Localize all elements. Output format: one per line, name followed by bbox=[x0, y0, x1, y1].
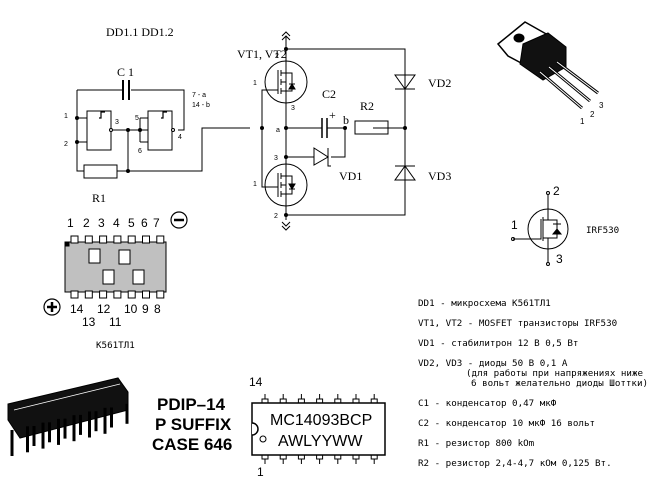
legend-line: VT1, VT2 - MOSFET транзисторы IRF530 bbox=[418, 318, 617, 329]
chip-pin bbox=[297, 394, 305, 403]
component-legend: DD1 - микросхема К561ТЛ1 VT1, VT2 - MOSF… bbox=[418, 298, 648, 469]
pin-label: 1 bbox=[64, 113, 68, 120]
c2-plus: + bbox=[329, 108, 336, 122]
oscillator-circuit bbox=[75, 80, 250, 179]
legend-line: C2 - конденсатор 10 мкФ 16 вольт bbox=[418, 418, 595, 429]
legend-line: C1 - конденсатор 0,47 мкФ bbox=[418, 398, 557, 409]
package-line3: CASE 646 bbox=[152, 435, 232, 454]
chip-pin bbox=[316, 455, 324, 464]
legend-line: VD1 - стабилитрон 12 В 0,5 Вт bbox=[418, 338, 578, 349]
chip-marking-2: AWLYYWW bbox=[278, 433, 363, 450]
minus-icon bbox=[170, 211, 188, 229]
chip-pin bbox=[352, 455, 360, 464]
chip-pin bbox=[334, 394, 342, 403]
chip-pin bbox=[99, 235, 108, 244]
pin-14-label: 14 bbox=[249, 375, 263, 389]
pin-label: 1 bbox=[253, 80, 257, 87]
chip-marking-1: MC14093BCP bbox=[270, 412, 372, 429]
k561-bottom-pin-labels: 14 12 10 9 8 13 11 bbox=[70, 302, 164, 329]
r2-label: R2 bbox=[360, 99, 374, 113]
pin-label: 1 bbox=[253, 181, 257, 188]
chip-pin bbox=[156, 290, 165, 299]
pin-label: 3 bbox=[274, 155, 278, 162]
pin-label: 5 bbox=[135, 115, 139, 122]
chip-pin bbox=[279, 394, 287, 403]
chip-pin bbox=[127, 235, 136, 244]
package-line1: PDIP–14 bbox=[157, 395, 226, 414]
legend-line: VD2, VD3 - диоды 50 В 0,1 А bbox=[418, 358, 568, 369]
vt1-transistor bbox=[264, 60, 308, 104]
mosfet-bridge: VT1, VT2 bbox=[237, 31, 416, 231]
chip-pin bbox=[113, 235, 122, 244]
chip-pin bbox=[99, 290, 108, 299]
vd1-label: VD1 bbox=[339, 169, 362, 183]
chip-pin bbox=[261, 455, 269, 464]
to220-pin-labels: 1 2 3 bbox=[580, 101, 604, 126]
pdip14-package-icon bbox=[7, 377, 129, 456]
vd3-diode bbox=[394, 165, 416, 181]
legend-line: R1 - резистор 800 kOm bbox=[418, 438, 535, 449]
chip-pin bbox=[156, 235, 165, 244]
chip-pin bbox=[70, 290, 79, 299]
vd2-label: VD2 bbox=[428, 76, 451, 90]
vd1-zener bbox=[286, 147, 331, 167]
c2-label: C2 bbox=[322, 87, 336, 101]
pin-1-label: 1 bbox=[257, 465, 264, 479]
node-a: a bbox=[276, 127, 280, 134]
legend-line: 6 вольт желательно диоды Шоттки) bbox=[471, 378, 648, 389]
chip-pin bbox=[352, 394, 360, 403]
node-b: b bbox=[343, 113, 349, 127]
r1-resistor bbox=[83, 164, 118, 179]
mc14093-chip bbox=[251, 394, 386, 464]
pin-label: 1 bbox=[511, 218, 518, 232]
title: DD1.1 DD1.2 bbox=[106, 25, 174, 39]
pin-label: 6 bbox=[138, 148, 142, 155]
gate-dd1-2 bbox=[147, 110, 173, 151]
legend-line: (для работы при напряжениях ниже bbox=[466, 368, 643, 379]
pin-label: 2 bbox=[553, 184, 560, 198]
r2-resistor bbox=[354, 120, 389, 135]
r1-label: R1 bbox=[92, 191, 106, 205]
to220-package-icon bbox=[496, 21, 599, 110]
chip-pin bbox=[370, 394, 378, 403]
chip-pin bbox=[279, 455, 287, 464]
chip-pin bbox=[113, 290, 122, 299]
chip-pin bbox=[297, 455, 305, 464]
power-note-1: 7 - a bbox=[192, 92, 206, 99]
chip-pin bbox=[70, 235, 79, 244]
k561-top-pin-labels: 1 2 3 4 5 6 7 bbox=[67, 216, 160, 230]
c1-label: C 1 bbox=[117, 65, 134, 79]
pin-label: 2 bbox=[274, 213, 278, 220]
power-note-2: 14 - b bbox=[192, 102, 210, 109]
vt-label: VT1, VT2 bbox=[237, 47, 287, 61]
gate-dd1-1 bbox=[86, 110, 112, 151]
vt2-transistor bbox=[264, 163, 308, 207]
chip-pin bbox=[84, 290, 93, 299]
chip-pin bbox=[142, 290, 150, 299]
chip-pin bbox=[334, 455, 342, 464]
chip-pin bbox=[142, 235, 150, 244]
chip-pin bbox=[370, 455, 378, 464]
legend-line: R2 - резистор 2,4-4,7 кОм 0,125 Вт. bbox=[418, 458, 612, 469]
pin-label: 2 bbox=[275, 53, 279, 60]
k561-name: K561TЛ1 bbox=[96, 340, 135, 351]
pin-label: 3 bbox=[291, 105, 295, 112]
pin-label: 3 bbox=[556, 252, 563, 266]
vd2-diode bbox=[394, 74, 416, 90]
pin-label: 2 bbox=[64, 141, 68, 148]
legend-line: DD1 - микросхема К561ТЛ1 bbox=[418, 298, 551, 309]
irf530-symbol bbox=[511, 191, 569, 266]
chip-pin bbox=[84, 235, 93, 244]
vd3-label: VD3 bbox=[428, 169, 451, 183]
plus-icon bbox=[43, 298, 61, 316]
pin-label: 3 bbox=[115, 119, 119, 126]
chip-pin bbox=[127, 290, 136, 299]
irf530-label: IRF530 bbox=[586, 225, 619, 236]
chip-pin bbox=[261, 394, 269, 403]
pin-label: 4 bbox=[178, 134, 182, 141]
chip-pin bbox=[316, 394, 324, 403]
package-line2: P SUFFIX bbox=[155, 415, 232, 434]
k561-chip-pinout bbox=[64, 235, 167, 299]
